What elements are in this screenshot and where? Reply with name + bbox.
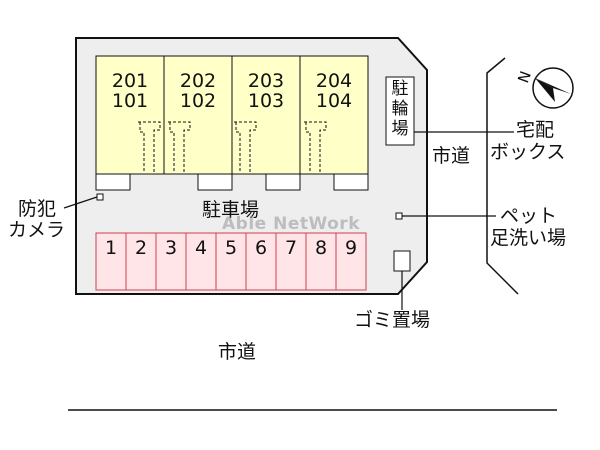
parking-space-number: 7 [284,237,298,259]
stair-outline [139,122,145,172]
unit-upper-number: 204 [315,70,353,92]
parking-space-number: 9 [344,237,358,259]
parking-space-number: 5 [224,237,238,259]
entrance-porch [265,173,301,191]
parking-spaces [95,232,367,291]
security-camera-leader [63,196,98,209]
entrance-porch [95,173,131,191]
parking-space [335,232,367,291]
unit-upper-number: 202 [179,70,217,92]
entrance-porch [333,173,369,191]
bicycle-parking-area [385,76,415,146]
stair-outline [138,121,161,172]
unit-upper-number: 201 [111,70,149,92]
security-camera-label-line2: カメラ [8,219,66,241]
watermark: Able NetWork [222,214,360,234]
parking-space-number: 2 [134,237,148,259]
pet-wash-marker [395,212,403,220]
entrance-porch [197,173,233,191]
garbage-label: ゴミ置場 [354,309,431,331]
security-camera-marker [96,193,104,201]
stair-outline [304,121,327,172]
stair-outline [305,122,311,172]
unit-lower-number: 102 [179,90,217,112]
unit-lower-number: 101 [111,90,149,112]
city-road-east-label: 市道 [432,145,471,167]
pet-wash-label-line1: ペット [500,205,558,227]
stair-outline [168,121,191,172]
stair-outline [235,122,241,172]
delivery-box-label-line2: ボックス [490,141,566,163]
unit-lower-number: 104 [315,90,353,112]
parking-space [305,232,337,291]
parking-space [125,232,157,291]
east-road-edge [486,57,519,295]
unit-label: 204 104 [302,71,366,111]
garbage-area [393,250,411,272]
pet-wash-label-line2: 足洗い場 [490,227,567,249]
unit-upper-number: 203 [247,70,285,92]
parking-space-number: 3 [164,237,178,259]
parking-space [275,232,307,291]
city-road-south-label: 市道 [218,341,257,363]
parking-space-number: 4 [194,237,208,259]
parking-label: 駐車場 [202,199,260,221]
parking-space [185,232,217,291]
unit-label: 202 102 [166,71,230,111]
stair-outline [169,122,175,172]
parking-space [245,232,277,291]
parking-space-number: 8 [314,237,328,259]
delivery-box-label-line1: 宅配 [516,119,555,141]
security-camera-label-line1: 防犯 [18,198,57,220]
compass-icon [532,67,574,109]
unit-label: 201 101 [98,71,162,111]
unit-lower-number: 103 [247,90,285,112]
parking-space-number: 6 [254,237,268,259]
unit-label: 203 103 [234,71,298,111]
bicycle-parking-label: 駐輪場 [391,79,409,139]
stair-outline [234,121,257,172]
parking-space-number: 1 [104,237,118,259]
